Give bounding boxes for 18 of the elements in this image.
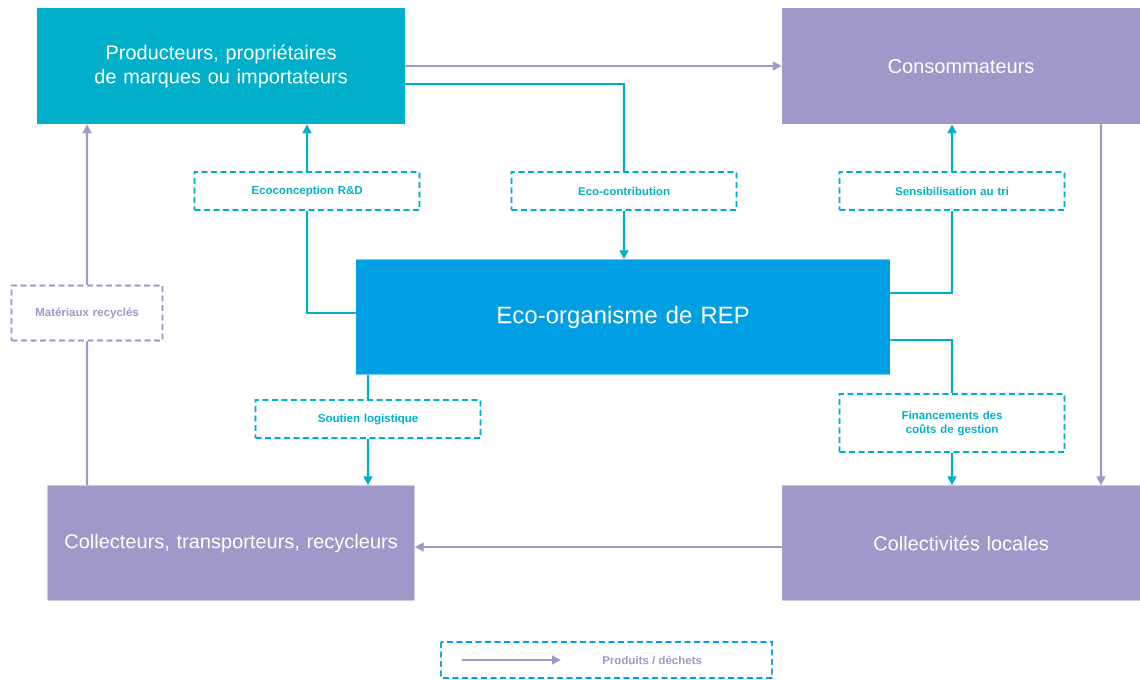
flow-label-box: Soutien logistique — [254, 399, 482, 439]
flow-label-box: Sensibilisation au tri — [838, 171, 1066, 211]
actor-box: Producteurs, propriétaires de marques ou importateurs — [37, 8, 405, 124]
connector-line — [890, 210, 954, 295]
connector-line — [366, 374, 370, 400]
flow-label-box: Eco-contribution — [510, 171, 738, 211]
connector-line — [405, 82, 626, 172]
actor-box: Collecteurs, transporteurs, recycleurs — [47, 485, 415, 601]
flow-label-box: Financements des coûts de gestion — [838, 393, 1066, 453]
legend-text: Produits / déchets — [603, 655, 702, 665]
actor-box: Collectivités locales — [782, 485, 1140, 601]
flow-label-box: Ecoconception R&D — [193, 171, 421, 211]
actor-box: Consommateurs — [782, 8, 1140, 124]
connector-line — [85, 341, 89, 486]
actor-box: Eco-organisme de REP — [356, 259, 890, 375]
connector-line — [305, 210, 356, 315]
connector-line — [890, 338, 954, 394]
flow-label-box: Matériaux recyclés — [10, 284, 164, 342]
